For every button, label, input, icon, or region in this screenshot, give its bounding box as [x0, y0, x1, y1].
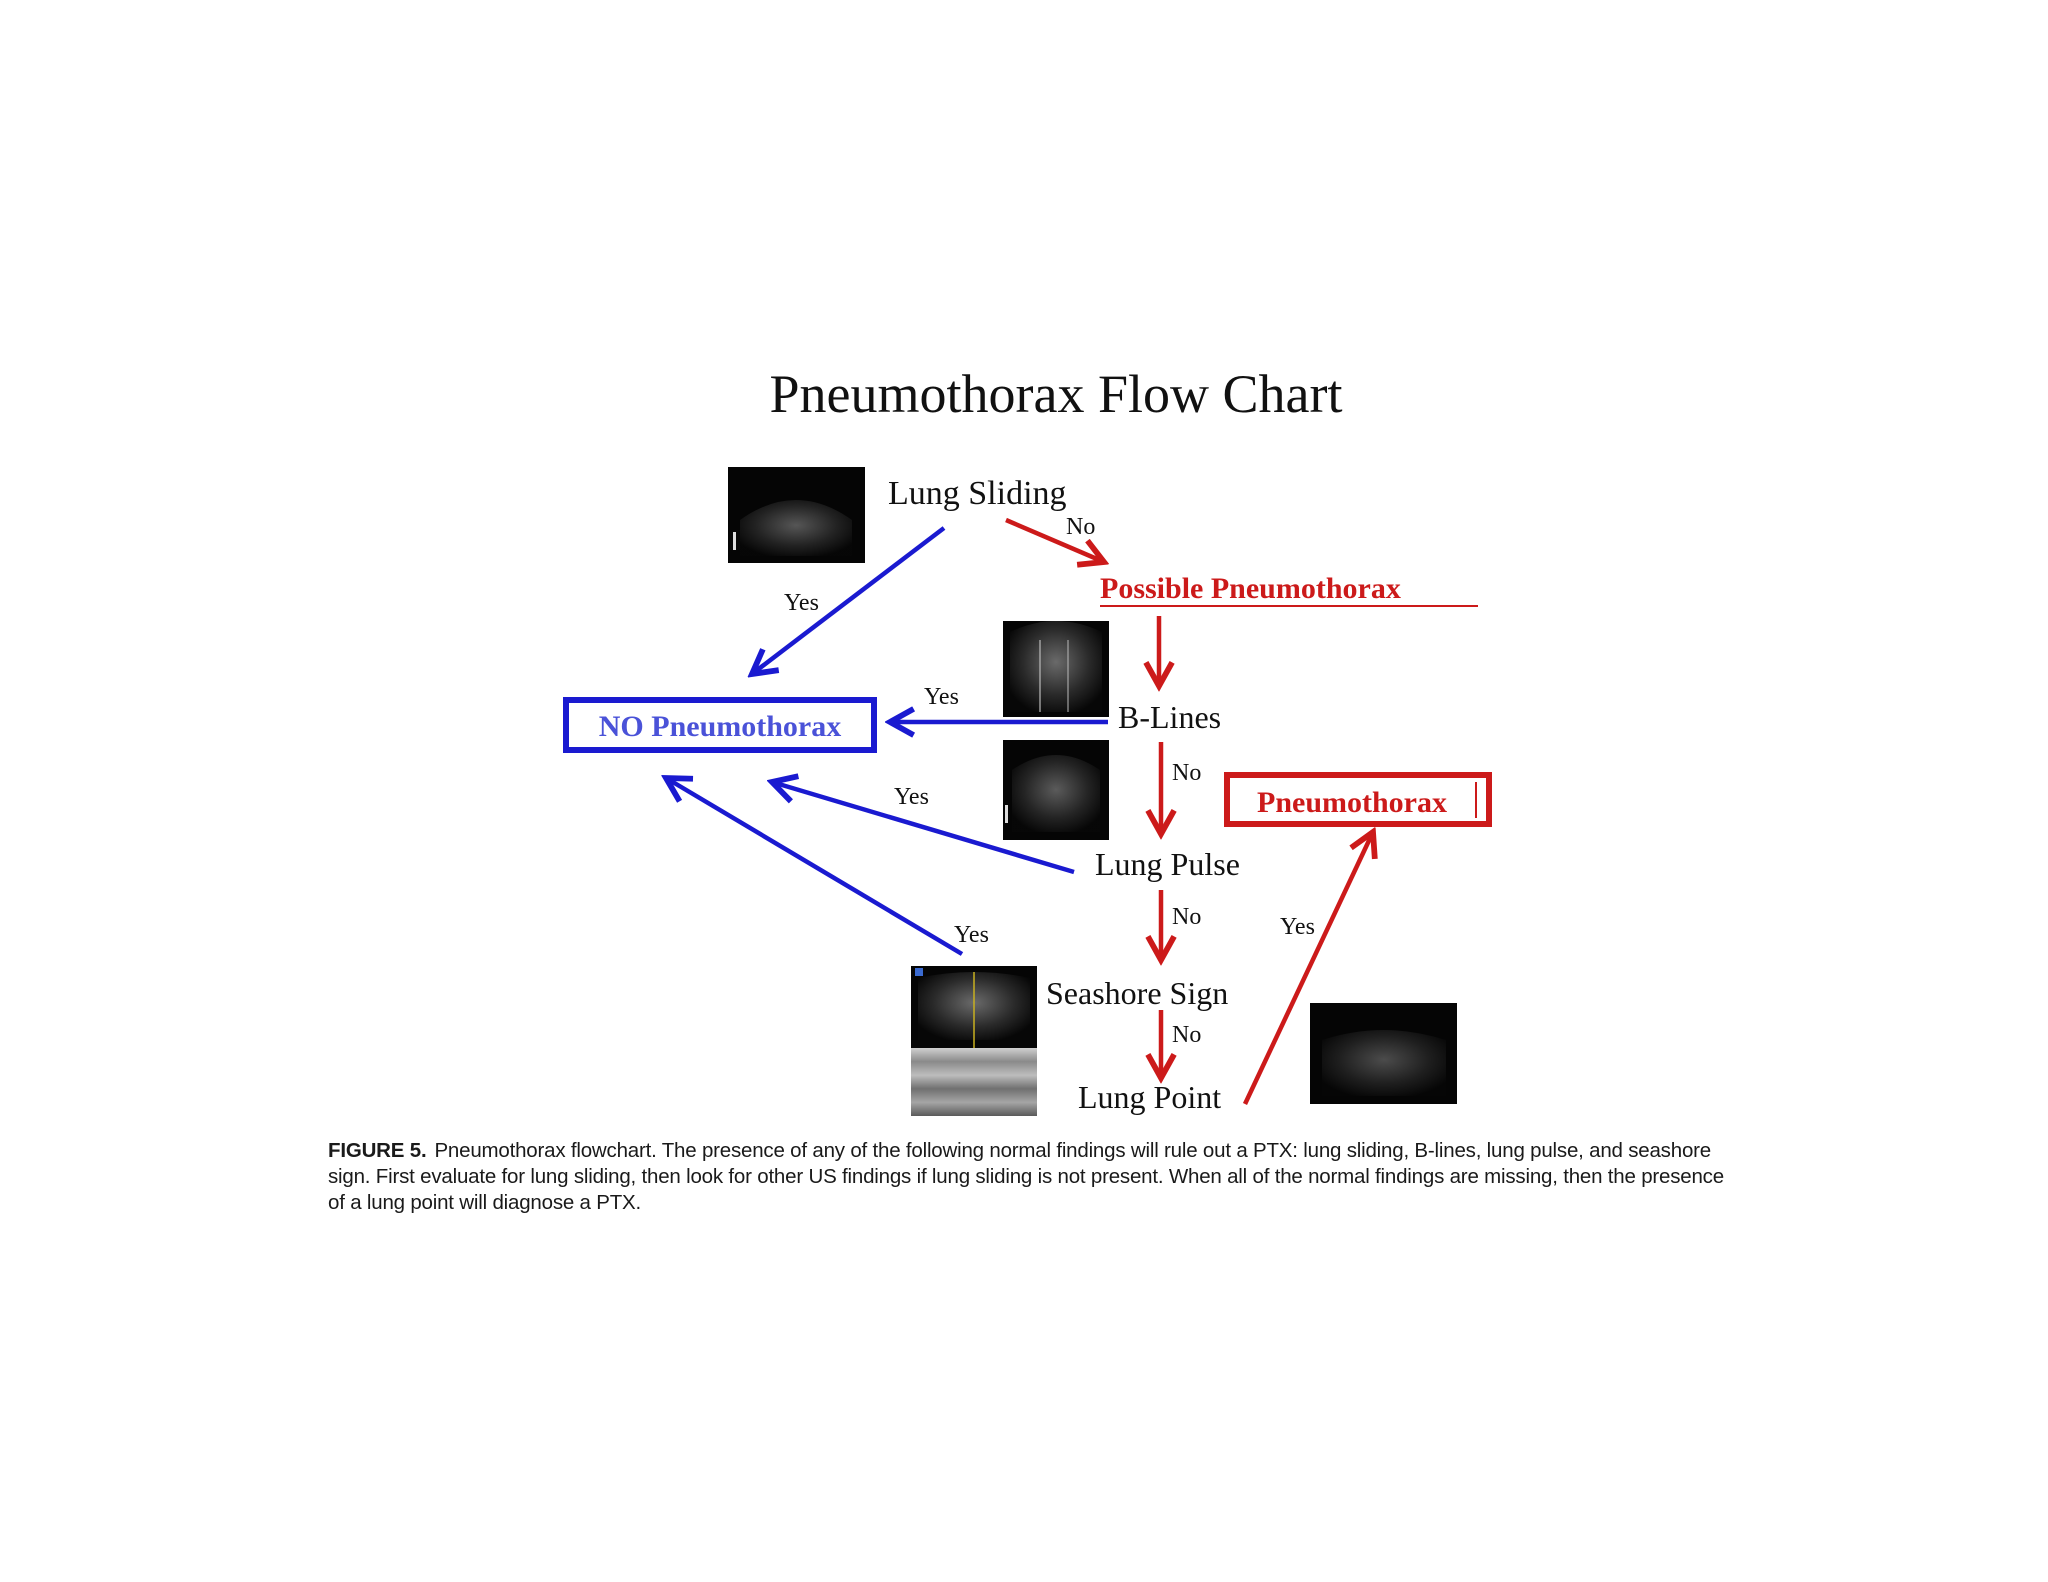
- node-possible-pneumothorax: Possible Pneumothorax: [1100, 572, 1401, 605]
- edge-label-blines-yes: Yes: [924, 684, 959, 710]
- node-no-pneumothorax-box: [563, 697, 877, 753]
- arrow-lung-point-yes: [1242, 832, 1373, 1105]
- node-pneumothorax-box: [1224, 772, 1492, 827]
- edge-label-pulse-yes: Yes: [894, 784, 929, 810]
- ultrasound-image-seashore: [911, 966, 1037, 1116]
- node-pneumothorax: Pneumothorax: [1257, 786, 1447, 819]
- arrow-lung-sliding-yes: [752, 526, 946, 674]
- node-no-pneumothorax: NO Pneumothorax: [599, 710, 842, 743]
- edge-label-blines-no: No: [1172, 760, 1201, 786]
- arrow-lung-sliding-no: [1005, 517, 1104, 562]
- node-lung-sliding: Lung Sliding: [888, 475, 1067, 512]
- ultrasound-image-lung-pulse: [1003, 740, 1109, 840]
- ultrasound-image-lung-point: [1310, 1003, 1457, 1104]
- figure-caption-text: Pneumothorax flowchart. The presence of …: [328, 1139, 1724, 1214]
- edge-label-sliding-no: No: [1066, 514, 1095, 540]
- figure-caption-label: FIGURE 5.: [328, 1139, 427, 1162]
- node-lung-pulse: Lung Pulse: [1095, 846, 1240, 882]
- arrow-lung-pulse-yes: [772, 782, 1075, 875]
- edge-label-seashore-yes: Yes: [954, 922, 989, 948]
- edge-label-point-yes: Yes: [1280, 914, 1315, 940]
- edge-label-pulse-no: No: [1172, 904, 1201, 930]
- node-b-lines: B-Lines: [1118, 699, 1221, 735]
- chart-title: Pneumothorax Flow Chart: [770, 364, 1343, 424]
- node-lung-point: Lung Point: [1078, 1079, 1221, 1115]
- ultrasound-image-lung-sliding: [728, 467, 865, 563]
- ultrasound-image-b-lines: [1003, 621, 1109, 717]
- figure-caption: FIGURE 5.Pneumothorax flowchart. The pre…: [328, 1138, 1738, 1216]
- edge-label-sliding-yes: Yes: [784, 590, 819, 616]
- node-seashore-sign: Seashore Sign: [1046, 975, 1228, 1011]
- edge-label-seashore-no: No: [1172, 1022, 1201, 1048]
- arrow-seashore-yes: [666, 778, 964, 956]
